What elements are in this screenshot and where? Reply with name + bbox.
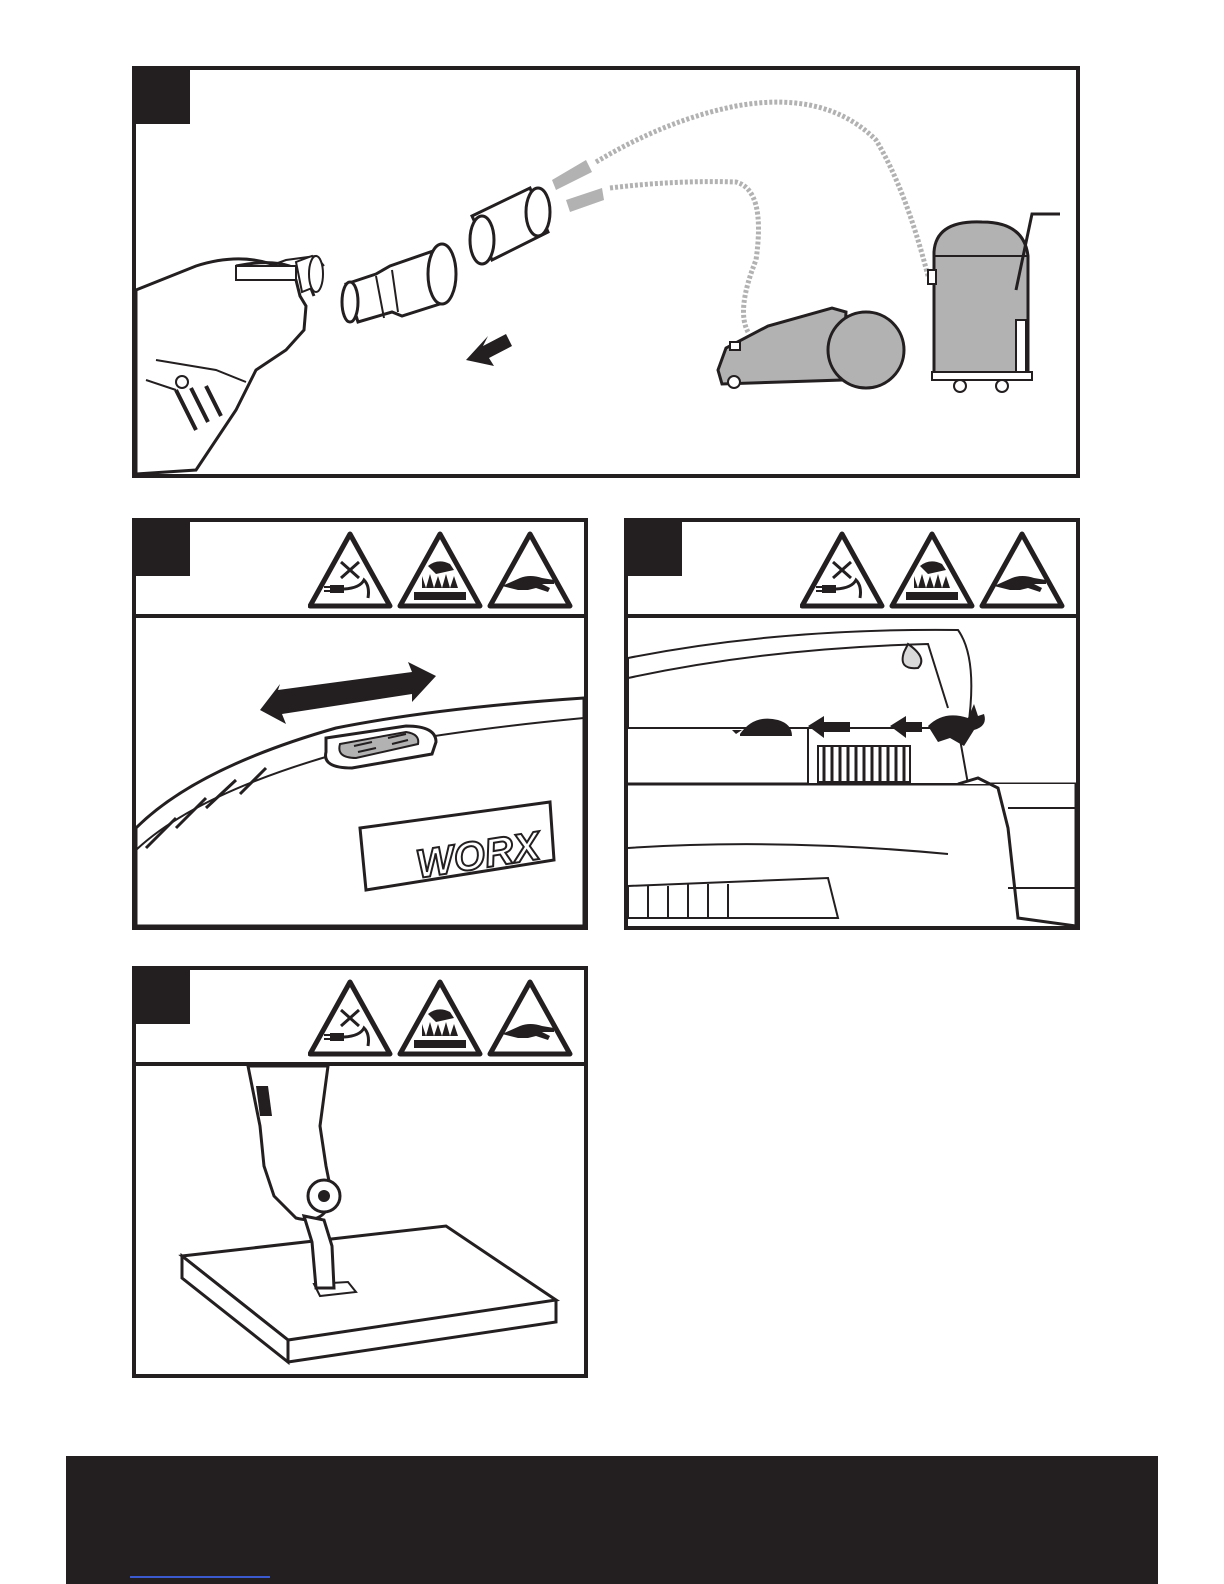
warning-icons: [308, 978, 576, 1060]
warning-bar: [136, 970, 584, 1066]
figure-3-illustration: [628, 618, 1076, 926]
drum-vacuum: [928, 214, 1060, 392]
figure-2-panel: WORX: [132, 518, 588, 930]
figure-3-number-tab: [628, 522, 682, 576]
warning-icons: [308, 530, 576, 612]
figure-4-panel: [132, 966, 588, 1378]
figure-4-number-tab: [136, 970, 190, 1024]
figure-2-illustration: WORX: [136, 618, 584, 926]
figure-1-illustration: [136, 70, 1076, 474]
figure-1-panel: [132, 66, 1080, 478]
figure-4-illustration: [136, 1066, 584, 1374]
warning-bar: [136, 522, 584, 618]
adapter-large: [470, 188, 550, 264]
figure-3-panel: [624, 518, 1080, 930]
figure-2-number-tab: [136, 522, 190, 576]
warning-icons: [800, 530, 1068, 612]
adapter-small: [342, 244, 456, 322]
footer-link-underline: [130, 1576, 270, 1578]
warning-bar: [628, 522, 1076, 618]
footer-bar: [66, 1456, 1158, 1584]
